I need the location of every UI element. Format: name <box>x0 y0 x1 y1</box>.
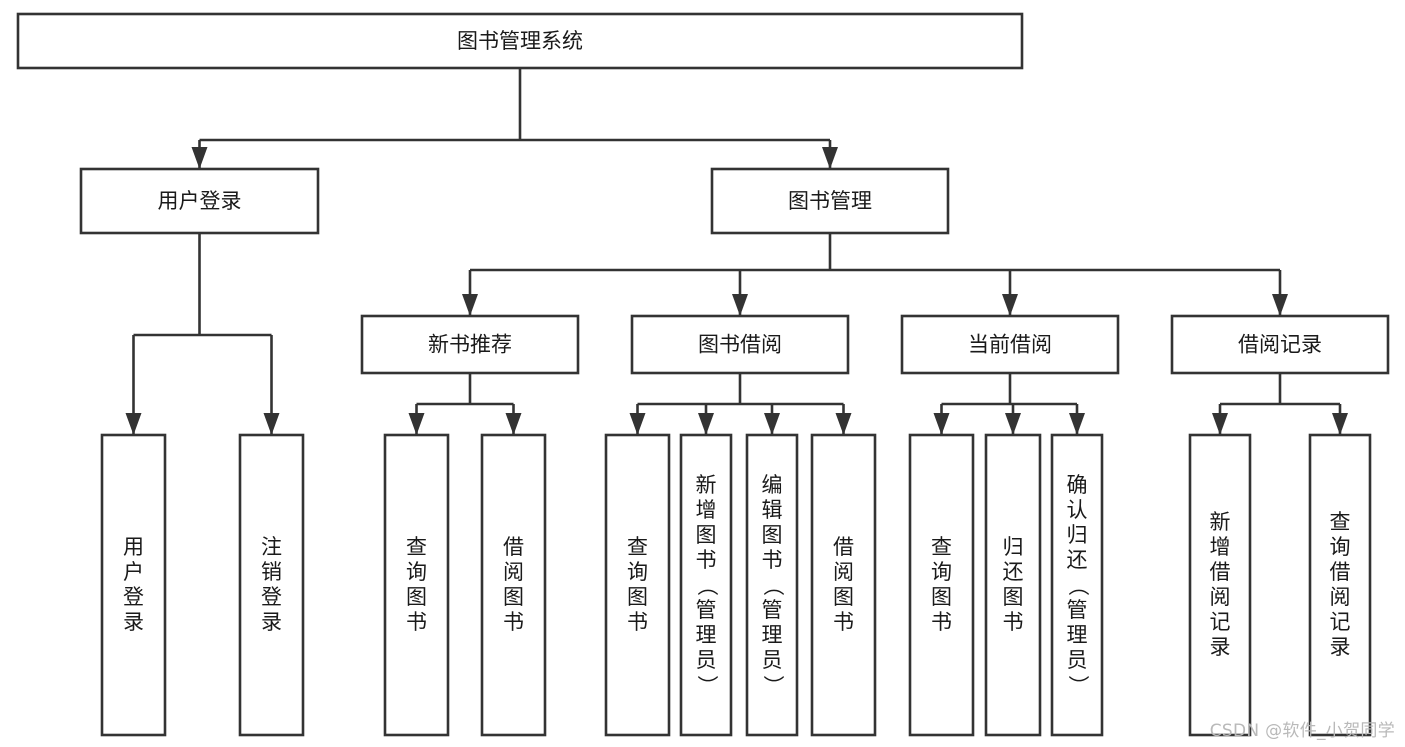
book-borrow-node[interactable]: 图书借阅 <box>630 314 850 375</box>
root-arrow-0 <box>191 147 208 169</box>
user-login-label: 用户登录 <box>158 189 242 213</box>
root-box <box>16 12 1024 70</box>
book-borrow-label: 图书借阅 <box>698 333 782 357</box>
user-login-box <box>79 167 320 235</box>
book-borrow-arrow-0 <box>629 413 646 435</box>
new-book-rec-node[interactable]: 新书推荐 <box>360 314 580 375</box>
leaf-box-leaf-return-book[interactable] <box>984 433 1042 737</box>
leaf-box-leaf-borrow-book-1[interactable] <box>480 433 547 737</box>
current-borrow-label: 当前借阅 <box>968 333 1052 357</box>
leaf-box-leaf-confirm-return[interactable] <box>1050 433 1104 737</box>
user-login-arrow-1 <box>263 413 280 435</box>
watermark-text: CSDN @软件_小贺同学 <box>1209 721 1395 741</box>
current-borrow-box <box>900 314 1120 375</box>
connectors-layer <box>125 68 1348 435</box>
new-book-rec-arrow-0 <box>408 413 425 435</box>
leaf-box-leaf-borrow-book-2[interactable] <box>810 433 877 737</box>
leaf-box-leaf-user-login[interactable] <box>100 433 167 737</box>
borrow-record-arrow-1 <box>1332 413 1348 435</box>
leaf-box-leaf-edit-book[interactable] <box>745 433 799 737</box>
leaf-box-leaf-add-book[interactable] <box>679 433 733 737</box>
current-borrow-arrow-1 <box>1005 413 1021 435</box>
book-borrow-box <box>630 314 850 375</box>
leaf-box-leaf-query-book-1[interactable] <box>383 433 450 737</box>
new-book-rec-box <box>360 314 580 375</box>
leaf-box-leaf-query-record[interactable] <box>1308 433 1372 737</box>
borrow-record-label: 借阅记录 <box>1238 333 1322 357</box>
leaf-box-leaf-logout[interactable] <box>238 433 305 737</box>
book-manage-arrow-3 <box>1272 294 1288 316</box>
book-borrow-arrow-2 <box>764 413 780 435</box>
leaf-box-leaf-query-book-2[interactable] <box>604 433 671 737</box>
book-manage-node[interactable]: 图书管理 <box>710 167 950 235</box>
borrow-record-node[interactable]: 借阅记录 <box>1170 314 1390 375</box>
book-manage-arrow-1 <box>732 294 748 316</box>
book-borrow-arrow-3 <box>835 413 852 435</box>
leaf-box-leaf-query-book-3[interactable] <box>908 433 975 737</box>
book-manage-box <box>710 167 950 235</box>
book-manage-arrow-0 <box>462 294 478 316</box>
new-book-rec-label: 新书推荐 <box>428 333 512 357</box>
new-book-rec-arrow-1 <box>505 413 522 435</box>
book-manage-label: 图书管理 <box>788 189 872 213</box>
root-arrow-1 <box>822 147 838 169</box>
current-borrow-arrow-2 <box>1069 413 1085 435</box>
borrow-record-arrow-0 <box>1212 413 1228 435</box>
root-label: 图书管理系统 <box>457 29 583 53</box>
current-borrow-arrow-0 <box>933 413 950 435</box>
user-login-arrow-0 <box>125 413 142 435</box>
borrow-record-box <box>1170 314 1390 375</box>
book-manage-arrow-2 <box>1002 294 1018 316</box>
root-node[interactable]: 图书管理系统 <box>16 12 1024 70</box>
book-borrow-arrow-1 <box>698 413 714 435</box>
leaf-box-leaf-add-record[interactable] <box>1188 433 1252 737</box>
user-login-node[interactable]: 用户登录 <box>79 167 320 235</box>
current-borrow-node[interactable]: 当前借阅 <box>900 314 1120 375</box>
